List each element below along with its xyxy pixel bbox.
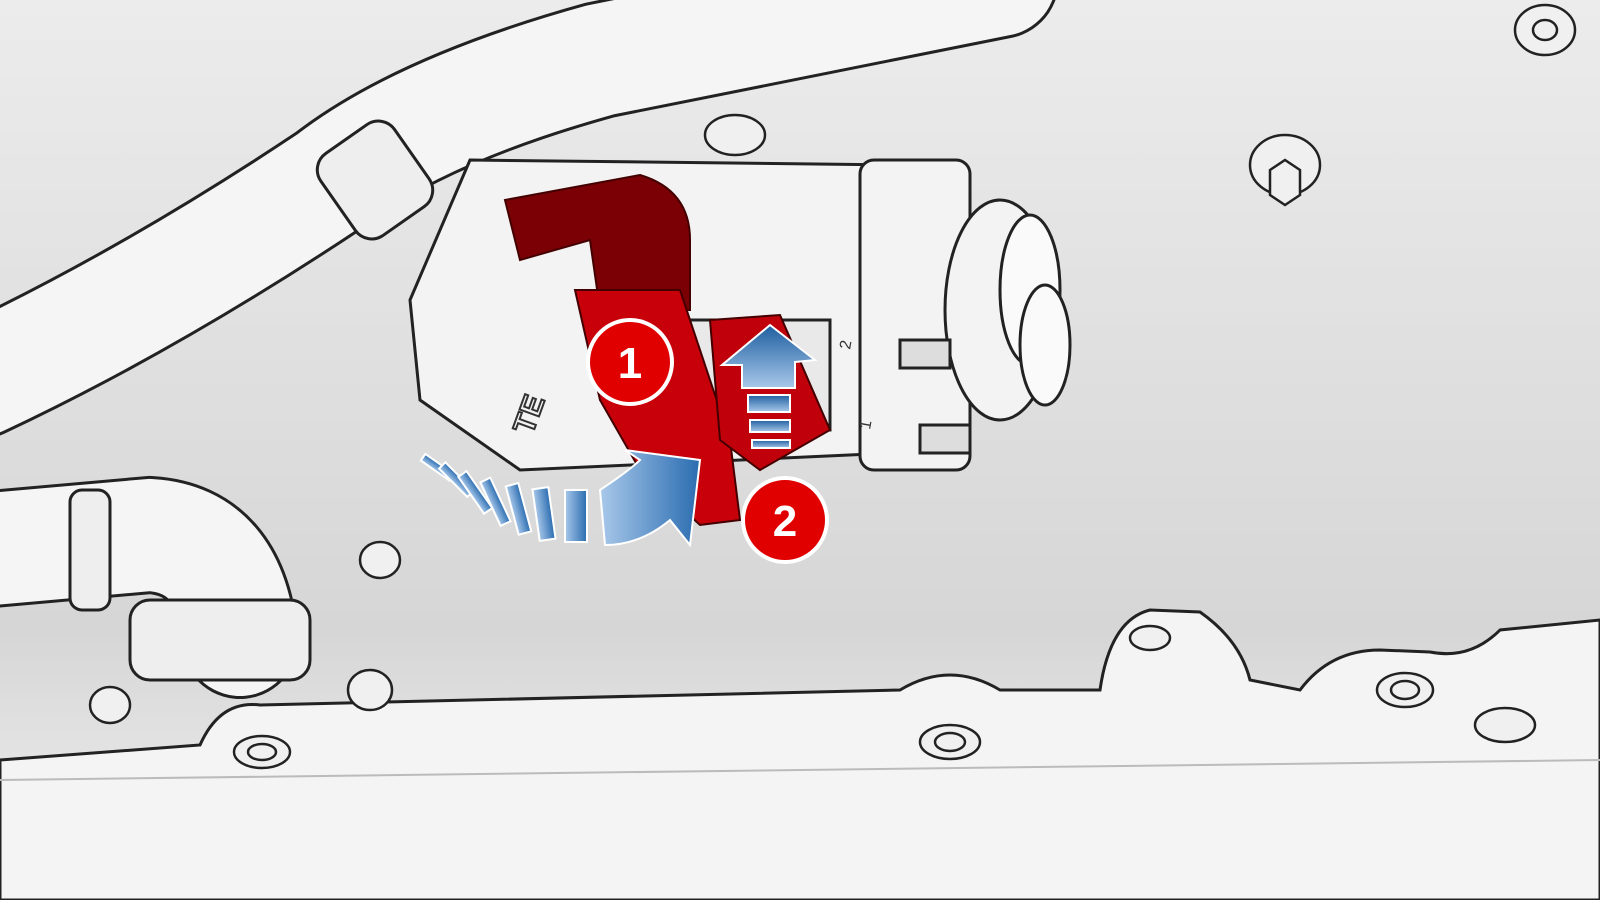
pin-label-1: 1	[857, 419, 875, 431]
pin-label-2: 2	[837, 339, 855, 351]
rotate-arrow-icon	[419, 449, 702, 548]
callout-2: 2	[741, 476, 829, 564]
callout-2-number: 2	[773, 497, 797, 546]
callout-1-number: 1	[618, 339, 642, 388]
callout-1: 1	[586, 318, 674, 406]
slide-up-arrow-icon	[719, 323, 818, 449]
bolt-icons	[88, 3, 1577, 770]
panel-edge	[0, 608, 1600, 900]
panel-lower-edge	[0, 759, 1600, 781]
hose-clamp	[68, 119, 435, 682]
